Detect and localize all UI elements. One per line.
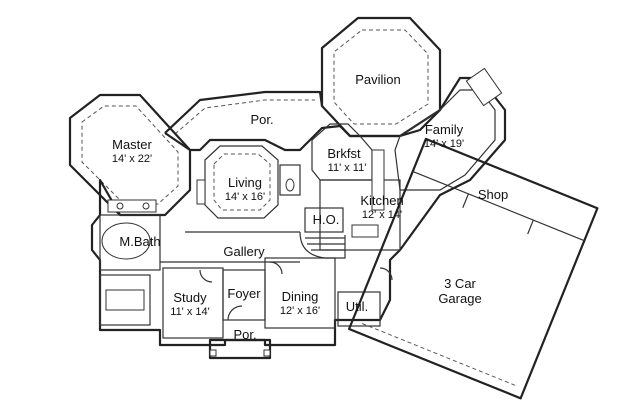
room-label-pavilion: Pavilion bbox=[355, 72, 401, 87]
mbath-sink-1 bbox=[116, 202, 124, 210]
living-fireplace bbox=[196, 179, 206, 205]
master-walls bbox=[68, 93, 192, 217]
stairs bbox=[299, 231, 346, 259]
room-dims-kitchen: 12' x 14' bbox=[362, 209, 402, 221]
powder-toilet bbox=[285, 178, 295, 192]
room-label-living: Living bbox=[228, 175, 262, 190]
mbath-sink-2 bbox=[142, 202, 150, 210]
room-label-family: Family bbox=[425, 122, 464, 137]
room-dims-living: 14' x 16' bbox=[225, 191, 265, 203]
room-dims-study: 11' x 14' bbox=[170, 306, 209, 318]
family-fireplace bbox=[465, 67, 503, 107]
room-label-garage-2: Garage bbox=[438, 291, 481, 306]
closet-shelf bbox=[105, 289, 145, 311]
room-label-shop: Shop bbox=[478, 187, 508, 202]
room-label-master: Master bbox=[112, 137, 152, 152]
room-label-dining: Dining bbox=[282, 289, 319, 304]
door-swing-dining bbox=[269, 261, 283, 275]
door-swing-foyer bbox=[227, 305, 243, 321]
room-label-study: Study bbox=[173, 290, 207, 305]
living-inner-dash bbox=[213, 153, 271, 211]
room-label-brkfst: Brkfst bbox=[327, 146, 361, 161]
room-label-garage-1: 3 Car bbox=[444, 276, 476, 291]
master-closet bbox=[99, 274, 151, 326]
room-label-porch-top: Por. bbox=[250, 112, 273, 127]
garage-block bbox=[347, 137, 599, 400]
room-label-util: Util. bbox=[346, 299, 368, 314]
dining-walls bbox=[264, 257, 336, 329]
powder-room bbox=[279, 164, 301, 196]
mbath-walls bbox=[99, 214, 161, 271]
living-walls bbox=[204, 145, 279, 219]
front-porch-column-2 bbox=[263, 349, 271, 357]
room-dims-family: 14' x 19' bbox=[424, 138, 464, 150]
kitchen-counter bbox=[371, 149, 385, 211]
front-porch bbox=[208, 338, 272, 360]
util-walls bbox=[337, 291, 381, 327]
room-label-ho: H.O. bbox=[313, 212, 340, 227]
kitchen-island bbox=[351, 224, 379, 238]
room-label-foyer: Foyer bbox=[227, 286, 261, 301]
kitchen-zone bbox=[319, 179, 401, 251]
master-inner-dash bbox=[81, 105, 179, 205]
room-label-porch-bottom: Por. bbox=[233, 327, 256, 342]
room-dims-dining: 12' x 16' bbox=[280, 305, 320, 317]
main-house-outline bbox=[90, 76, 507, 347]
mbath-tub bbox=[101, 222, 151, 260]
porch-top-outline bbox=[164, 90, 324, 134]
ho-room bbox=[304, 207, 344, 233]
pavilion-inner-dash bbox=[333, 29, 429, 125]
door-swing-garage bbox=[379, 267, 393, 281]
room-label-gallery: Gallery bbox=[223, 244, 265, 259]
room-dims-brkfst: 11' x 11' bbox=[328, 162, 367, 174]
room-label-kitchen: Kitchen bbox=[360, 193, 403, 208]
room-dims-master: 14' x 22' bbox=[112, 153, 152, 165]
room-label-mbath: M.Bath bbox=[119, 234, 160, 249]
door-swing-study bbox=[199, 269, 213, 283]
front-porch-column-1 bbox=[209, 349, 217, 357]
